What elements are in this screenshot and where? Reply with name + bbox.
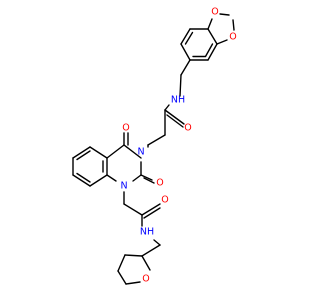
oxygen-atom-label: O — [156, 178, 163, 189]
nitrogen-atom-label: NH — [140, 227, 154, 238]
bond — [180, 43, 191, 61]
bond — [117, 270, 127, 285]
bond — [72, 146, 91, 159]
bond — [207, 18, 213, 30]
bond — [147, 134, 166, 146]
bond — [141, 203, 161, 216]
bond — [232, 19, 235, 31]
bonds — [72, 13, 235, 285]
bond — [207, 28, 218, 45]
bond — [207, 43, 218, 61]
bond — [153, 239, 161, 246]
nitrogen-atom-label: NH — [171, 95, 185, 106]
bond — [76, 150, 91, 161]
bond — [179, 74, 182, 97]
bond — [164, 104, 170, 111]
bond — [106, 174, 117, 182]
bond — [204, 43, 214, 58]
oxygen-atom-label: O — [211, 7, 218, 18]
bond — [184, 31, 194, 45]
bond — [219, 13, 230, 16]
bond — [72, 174, 91, 187]
chemical-structure-diagram: O O NH O O N O N O NH O — [72, 7, 237, 285]
bond — [124, 254, 143, 257]
bond — [89, 174, 108, 187]
bond — [140, 174, 153, 181]
bond — [132, 174, 142, 182]
bond — [180, 59, 191, 76]
atom-labels: O O NH O O N O N O NH O — [120, 7, 236, 285]
bond — [141, 255, 151, 271]
bond — [117, 254, 126, 272]
bond — [143, 177, 155, 184]
bond — [143, 207, 161, 219]
bond — [141, 244, 161, 257]
bond — [216, 39, 228, 45]
bond — [89, 146, 108, 159]
bond — [76, 172, 91, 183]
oxygen-atom-label: O — [161, 195, 168, 206]
oxygen-atom-label: O — [142, 274, 149, 285]
nitrogen-atom-label: N — [137, 147, 144, 158]
bond — [164, 109, 185, 125]
oxygen-atom-label: O — [122, 123, 129, 134]
oxygen-atom-label: O — [184, 123, 191, 134]
bond — [166, 114, 184, 128]
bond — [106, 144, 125, 159]
bond — [180, 28, 191, 45]
bond — [123, 144, 142, 159]
bond — [125, 281, 141, 285]
oxygen-atom-label: O — [229, 32, 236, 43]
nitrogen-atom-label: N — [120, 181, 127, 192]
bond — [123, 203, 143, 216]
